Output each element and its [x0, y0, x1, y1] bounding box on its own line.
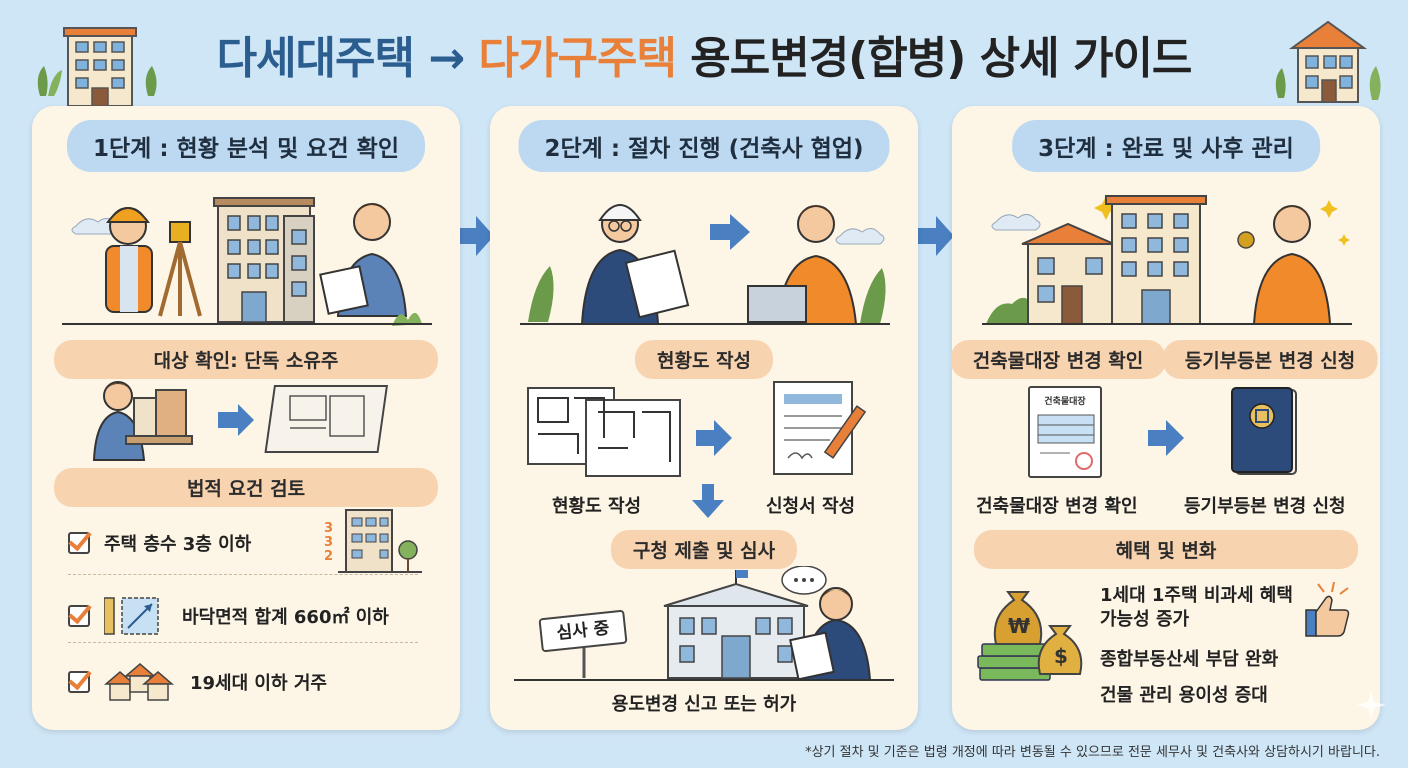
benefit-item-management: 건물 관리 용이성 증대	[1100, 685, 1268, 706]
divider	[68, 642, 418, 643]
won-symbol: ₩	[1008, 614, 1031, 638]
stage3-label-left: 건축물대장 변경 확인	[976, 496, 1138, 517]
architect-consult-illustration	[520, 204, 890, 325]
stage3-label-right: 등기부등본 변경 신청	[1184, 496, 1346, 517]
house-right-icon	[1275, 20, 1381, 103]
final-label: 용도변경 신고 또는 허가	[611, 694, 797, 715]
houses-icon	[104, 663, 175, 701]
money-illustration: ₩ $	[976, 584, 1096, 696]
benefit-item-tax: 1세대 1주택 비과세 혜택 가능성 증가	[1100, 585, 1293, 630]
area-measure-icon	[104, 597, 159, 635]
title-arrow: →	[428, 33, 465, 84]
checkbox-icon	[68, 532, 90, 554]
floor-mark: 3	[324, 521, 334, 536]
stage2-panel: 2단계 : 절차 진행 (건축사 협업) 현황도 작성	[490, 106, 918, 730]
requirement-row-floors: 주택 층수 3층 이하	[68, 530, 251, 556]
floor-plan-icon	[527, 387, 681, 477]
stage2-title: 2단계 : 절차 진행 (건축사 협업)	[518, 120, 890, 172]
stage1-title: 1단계 : 현황 분석 및 요건 확인	[66, 120, 426, 172]
divider	[68, 574, 418, 575]
arrow-right-icon	[696, 420, 732, 456]
stage1-panel: 1단계 : 현황 분석 및 요건 확인 대상 확인: 단독 소유주	[32, 106, 460, 730]
stage-arrow-2-icon	[916, 216, 954, 256]
stage3-title: 3단계 : 완료 및 사후 관리	[1012, 120, 1320, 172]
title-part1: 다세대주택	[216, 33, 415, 84]
stage3-benefit-section: 혜택 및 변화	[974, 530, 1358, 569]
stage2-submit-section: 구청 제출 및 심사	[610, 530, 798, 569]
requirement-households: 19세대 이하 거주	[190, 673, 327, 694]
stage3-panel: 3단계 : 완료 및 사후 관리 건축물대장 변경 확인 등기부등본 변경	[950, 106, 1380, 730]
drawing-label: 현황도 작성	[552, 496, 642, 517]
stage3-pill-right: 등기부등본 변경 신청	[1162, 340, 1378, 379]
district-office-illustration	[514, 566, 894, 681]
checkbox-icon	[68, 605, 90, 627]
application-form-icon	[773, 381, 867, 475]
completed-building-illustration	[982, 195, 1352, 325]
stage3-pill-left: 건축물대장 변경 확인	[950, 340, 1166, 379]
stage2-drawing-section: 현황도 작성	[634, 340, 774, 379]
benefit-item-property-tax: 종합부동산세 부담 완화	[1100, 649, 1279, 670]
footnote: *상기 절차 및 기준은 법령 개정에 따라 변동될 수 있으므로 전문 세무사…	[805, 745, 1380, 760]
dollar-symbol: $	[1054, 644, 1068, 668]
requirement-row-households: 19세대 이하 거주	[68, 662, 327, 702]
sparkle-icon	[1356, 690, 1386, 720]
owner-building-illustration	[92, 381, 389, 461]
thumbs-up-icon	[1305, 582, 1350, 637]
stage-arrow-1-icon	[456, 216, 494, 256]
doc-lines-icon	[1037, 414, 1095, 470]
floor-mark: 3	[324, 535, 334, 550]
registry-book-icon	[1231, 387, 1297, 475]
building-left-icon	[37, 27, 157, 106]
requirement-row-area: 바닥면적 합계 660㎡ 이하	[68, 596, 389, 636]
application-label: 신청서 작성	[766, 496, 856, 517]
requirement-area: 바닥면적 합계 660㎡ 이하	[182, 607, 389, 628]
stage1-legal-section: 법적 요건 검토	[54, 468, 438, 507]
doc-header: 건축물대장	[1044, 397, 1086, 407]
floor-mark: 2	[324, 549, 334, 564]
arrow-down-icon	[692, 484, 724, 518]
small-building-icon	[338, 509, 422, 573]
arrow-right-icon	[1148, 420, 1184, 456]
stage1-target-section: 대상 확인: 단독 소유주	[54, 340, 438, 379]
money-bags-icon	[977, 591, 1083, 681]
stage1-survey-illustration	[62, 197, 432, 326]
title-part3: 용도변경(합병) 상세 가이드	[690, 33, 1192, 84]
requirement-floors: 주택 층수 3층 이하	[104, 534, 252, 555]
floor-count-illustration: 3 3 2	[322, 506, 422, 576]
page-title: 다세대주택 → 다가구주택 용도변경(합병) 상세 가이드	[0, 22, 1408, 86]
checkbox-icon	[68, 671, 90, 693]
building-register-doc: 건축물대장	[1028, 386, 1102, 478]
title-part2: 다가구주택	[478, 33, 677, 84]
